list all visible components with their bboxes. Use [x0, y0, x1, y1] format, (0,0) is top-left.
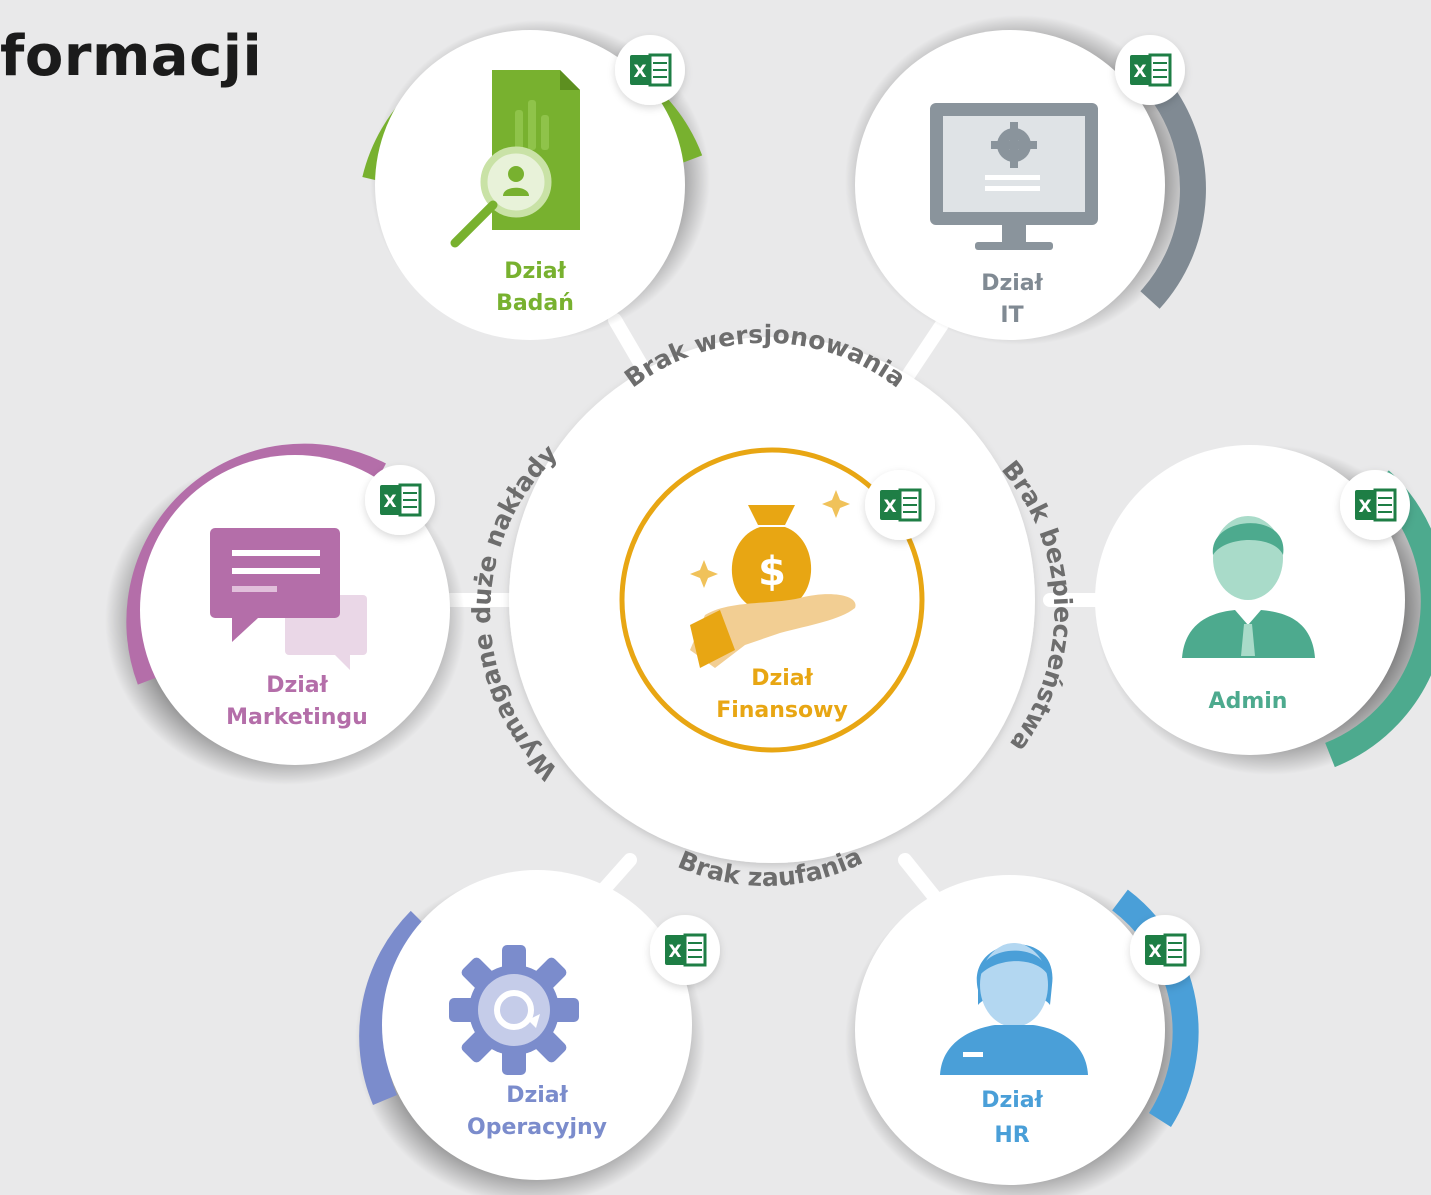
excel-icon: X — [865, 470, 935, 540]
excel-badge-text: X — [668, 942, 681, 962]
excel-icon: X — [615, 35, 685, 105]
admin-user-icon — [1182, 516, 1315, 658]
excel-icon: X — [1115, 35, 1185, 105]
department-marketing[interactable]: Dział Marketingu X — [105, 443, 465, 785]
dept-operacyjny-line2: Operacyjny — [467, 1115, 607, 1140]
dept-hr-line2: HR — [994, 1123, 1029, 1148]
gear-refresh-icon — [449, 945, 579, 1075]
excel-icon: X — [650, 915, 720, 985]
center-label-line1: Dział — [751, 666, 813, 691]
dept-badan-line2: Badań — [496, 291, 574, 316]
dept-it-line2: IT — [1000, 303, 1023, 328]
excel-badge-text: X — [1358, 497, 1371, 517]
excel-badge-text: X — [883, 497, 896, 517]
dept-marketing-line1: Dział — [266, 673, 328, 698]
chat-bubbles-icon — [210, 528, 367, 670]
hr-person-icon — [940, 943, 1088, 1075]
excel-icon: X — [365, 465, 435, 535]
dept-badan-line1: Dział — [504, 259, 566, 284]
dept-it-line1: Dział — [981, 271, 1043, 296]
dept-hr-line1: Dział — [981, 1088, 1043, 1113]
monitor-gear-icon — [930, 103, 1098, 250]
excel-badge-text: X — [1133, 62, 1146, 82]
department-admin[interactable]: Admin X — [1095, 445, 1431, 775]
center-label-line2: Finansowy — [716, 698, 848, 723]
department-badan[interactable]: Dział Badań X — [362, 20, 710, 340]
center-department[interactable]: $ Dział Finansowy X — [619, 447, 935, 753]
document-search-icon — [450, 70, 580, 248]
excel-badge-text: X — [633, 62, 646, 82]
department-it[interactable]: Dział IT X — [845, 15, 1206, 345]
dept-marketing-line2: Marketingu — [226, 705, 368, 730]
department-hr[interactable]: Dział HR X — [845, 875, 1200, 1195]
dept-operacyjny-line1: Dział — [506, 1083, 568, 1108]
money-bag-icon: $ — [690, 490, 856, 668]
excel-badge-text: X — [1148, 942, 1161, 962]
page-title: formacji — [0, 24, 263, 89]
excel-icon: X — [1340, 470, 1410, 540]
excel-badge-text: X — [383, 492, 396, 512]
dept-admin-line1: Admin — [1209, 689, 1288, 714]
department-operacyjny[interactable]: Dział Operacyjny X — [355, 870, 720, 1195]
excel-icon: X — [1130, 915, 1200, 985]
svg-text:$: $ — [758, 549, 786, 595]
